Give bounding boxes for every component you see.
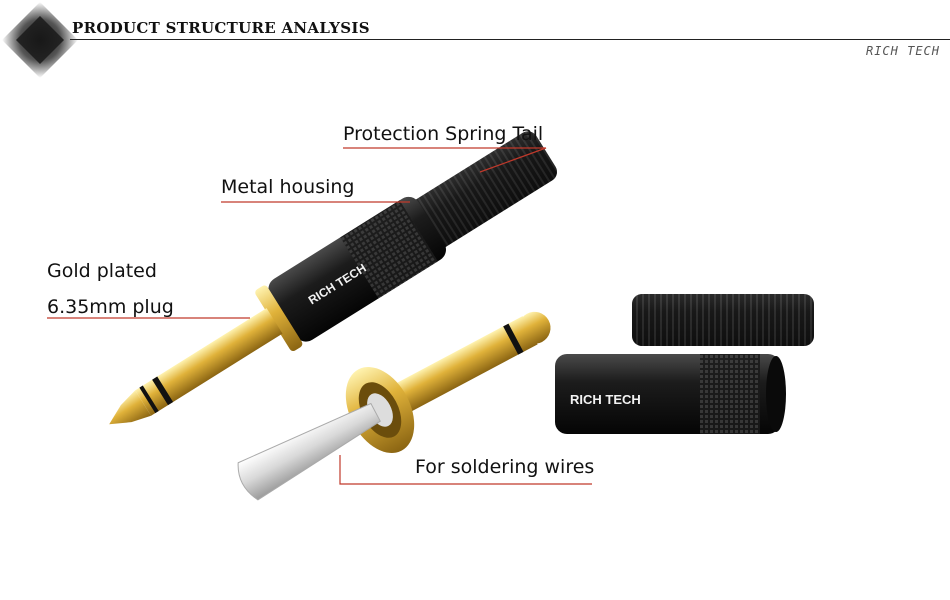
callout-lines [47,147,592,485]
solder-plug [237,311,551,501]
header-divider [70,39,950,40]
gold-plated-plug [135,308,283,416]
label-soldering: For soldering wires [415,456,595,478]
diamond-ornament-icon [2,2,78,78]
solder-cup [237,402,381,501]
brand-tag: RICH TECH [865,44,940,58]
label-plug-size: 6.35mm plug [47,296,174,318]
spare-metal-housing: RICH TECH [555,354,786,434]
spare-spring-tail [632,294,814,346]
label-spring-tail: Protection Spring Tail [343,123,544,145]
label-metal-housing: Metal housing [221,176,355,198]
assembled-plug: RICH TECH [109,131,557,425]
page-title: PRODUCT STRUCTURE ANALYSIS [72,19,370,37]
label-gold-plated: Gold plated [47,260,157,282]
spare-housing-logo: RICH TECH [570,392,641,407]
